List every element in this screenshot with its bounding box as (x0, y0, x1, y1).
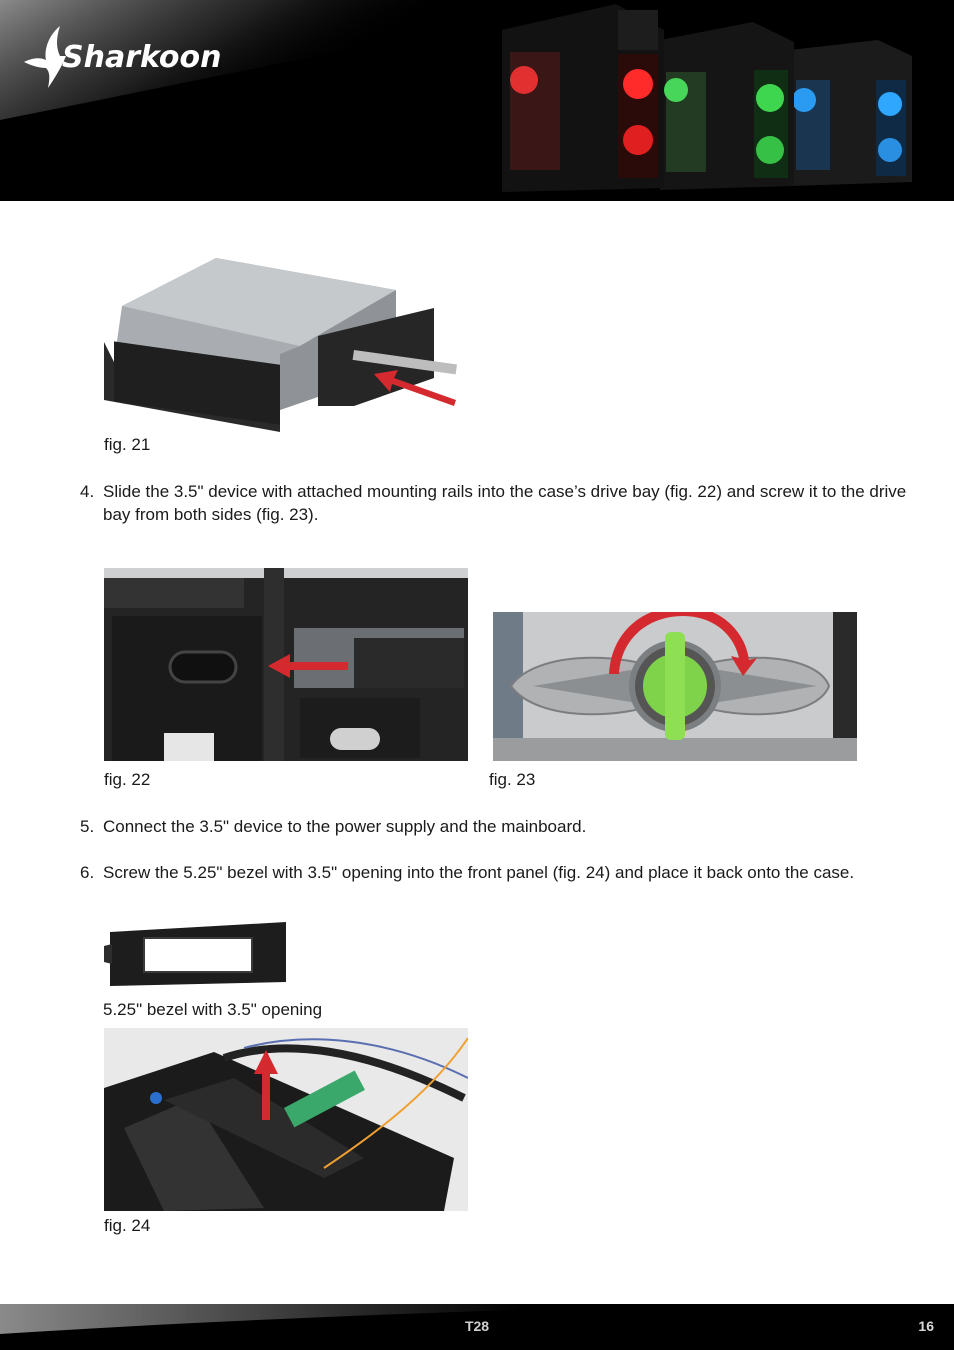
figure-21-caption: fig. 21 (104, 435, 151, 454)
slide-in-arrow (268, 654, 348, 678)
figure-22-caption: fig. 22 (104, 770, 151, 789)
step-text: Screw the 5.25" bezel with 3.5" opening … (103, 863, 855, 882)
page-footer: T28 16 (0, 1304, 954, 1350)
step-number: 5. (80, 817, 95, 836)
step-4: 4. Slide the 3.5" device with attached m… (80, 480, 910, 526)
insert-arrow (374, 370, 456, 406)
sharkoon-logo: Sharkoon (24, 26, 221, 88)
header-sheen (0, 0, 700, 120)
case-red (502, 4, 664, 192)
logo-wordmark: Sharkoon (62, 40, 221, 75)
step-number: 4. (80, 482, 95, 501)
rotate-arrow (609, 612, 757, 676)
footer-sheen (0, 1304, 700, 1334)
page-header: Sharkoon (0, 0, 954, 201)
step-number: 6. (80, 863, 95, 882)
case-blue (790, 40, 912, 186)
figure-24-caption: fig. 24 (104, 1216, 151, 1235)
figure-22-image (104, 568, 468, 761)
figure-24-image (104, 1028, 468, 1211)
step-6: 6. Screw the 5.25" bezel with 3.5" openi… (80, 861, 910, 884)
step-text: Connect the 3.5" device to the power sup… (103, 817, 587, 836)
bezel-caption: 5.25" bezel with 3.5" opening (103, 1000, 323, 1019)
bezel-image (104, 918, 287, 988)
figure-21-image (104, 250, 468, 432)
step-text: Slide the 3.5" device with attached moun… (103, 482, 907, 524)
case-green (660, 22, 794, 190)
figure-23-caption: fig. 23 (489, 770, 536, 789)
page-number: 16 (918, 1318, 934, 1334)
step-5: 5. Connect the 3.5" device to the power … (80, 815, 910, 838)
model-name: T28 (464, 1318, 490, 1334)
lift-arrow (254, 1050, 278, 1120)
figure-23-image (493, 612, 857, 761)
case-lineup-photo (502, 4, 912, 192)
